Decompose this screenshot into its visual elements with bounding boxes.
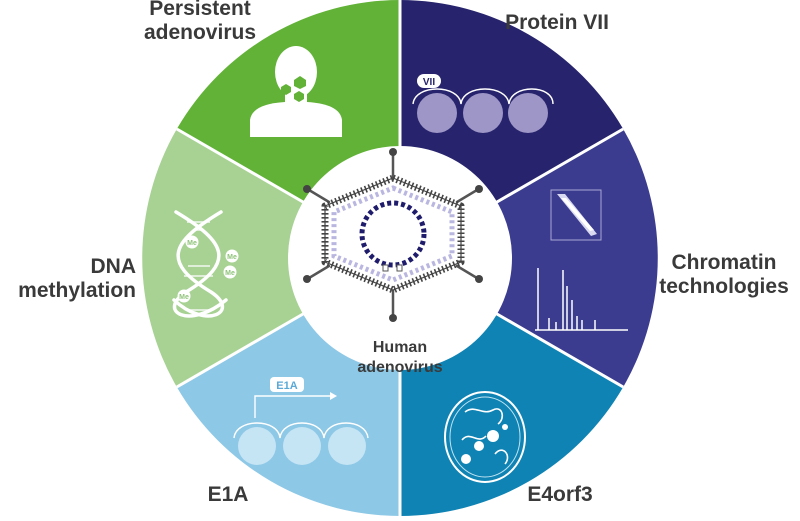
segment-e4orf3 xyxy=(400,312,624,516)
sequencing-peaks-icon xyxy=(535,268,628,331)
label-e1a: E1A xyxy=(207,483,249,506)
protein-vii-tag: VII xyxy=(423,77,435,88)
label-dna-methylation: DNA methylation xyxy=(18,255,136,302)
center-label: Human adenovirus xyxy=(357,339,443,376)
heatmap-icon xyxy=(550,189,602,241)
label-persistent-adenovirus: Persistent adenovirus xyxy=(143,0,257,44)
e1a-tag: E1A xyxy=(276,380,297,392)
label-chromatin-technologies: Chromatin technologies xyxy=(659,251,789,298)
nucleus-icon xyxy=(444,391,526,483)
adenovirus-capsid-icon xyxy=(303,148,483,322)
segment-e1a xyxy=(176,312,400,516)
segment-dividers xyxy=(176,0,624,516)
methyl-tag: Me xyxy=(179,294,189,301)
segment-dna-methylation xyxy=(142,129,307,387)
label-protein-vii: Protein VII xyxy=(505,11,609,34)
e1a-transcription-icon: E1A xyxy=(233,377,369,465)
methyl-tag: Me xyxy=(225,270,235,277)
segment-chromatin-technologies xyxy=(493,129,658,387)
virus-particles-icon xyxy=(281,76,306,102)
methyl-tag: Me xyxy=(187,240,197,247)
label-e4orf3: E4orf3 xyxy=(527,483,593,506)
dna-helix-icon: Me Me Me Me xyxy=(172,210,239,318)
nucleosome-icon: VII xyxy=(412,74,554,133)
methyl-tag: Me xyxy=(227,254,237,261)
